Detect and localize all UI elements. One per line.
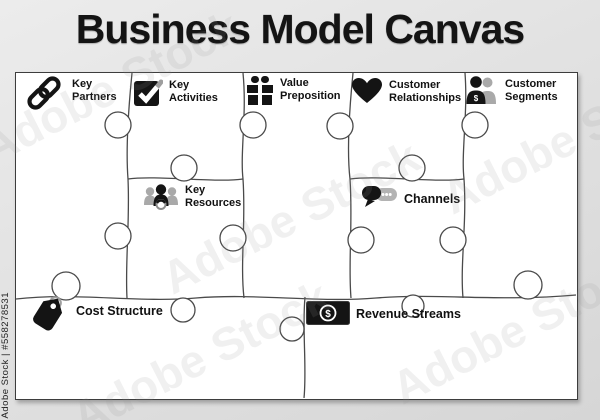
puzzle-knob [398,154,426,182]
team-gear-icon [144,184,178,210]
section-cost-structure: Cost Structure [28,293,163,335]
stock-watermark-side: Adobe Stock | #558278531 [0,291,11,418]
section-key-resources: Key Resources [143,182,241,211]
puzzle-knob [219,224,247,252]
puzzle-knob [461,111,489,139]
puzzle-knob [347,226,375,254]
puzzle-knob [439,226,467,254]
chat-bubbles-icon [362,186,397,207]
puzzle-knob [239,111,267,139]
bottom-row-edge [16,294,576,301]
section-label: Value [280,77,309,89]
page-title: Business Model Canvas [75,6,525,52]
section-customer-relationships: Customer Relationships [351,77,461,105]
chain-link-icon [27,76,61,110]
dollar-glyph: $ [325,309,331,320]
section-label: Preposition [280,89,341,102]
puzzle-knob [51,271,81,301]
section-value-preposition: Value Preposition [246,75,341,106]
section-key-partners: Key Partners [22,76,117,110]
puzzle-knob [170,154,198,182]
section-revenue-streams: $ Revenue Streams [306,301,461,325]
divider-partners-activities [125,73,133,299]
section-label: Key [169,79,190,91]
puzzle-knob [104,222,132,250]
puzzle-grid [16,73,576,398]
puzzle-knob [170,297,196,323]
section-label: Customer [505,78,557,90]
section-customer-segments: $ Customer Segments [465,76,558,104]
heart-icon [352,78,382,103]
section-channels: Channels [361,185,460,211]
section-label: Resources [185,196,242,209]
divider-value-relationships [347,73,354,299]
gift-icon [247,76,273,105]
section-label: Key [72,78,93,90]
section-label: Relationships [389,91,462,104]
section-label: Partners [72,90,117,103]
puzzle-knob [401,294,425,318]
puzzle-knob [279,316,305,342]
section-label: Key [185,184,206,196]
dollar-glyph: $ [474,94,479,103]
section-label: Activities [169,91,218,104]
section-key-activities: Key Activities [133,77,218,107]
banknote-icon: $ [306,301,350,325]
section-label: Cost Structure [76,304,163,318]
section-label: Channels [404,191,461,206]
customers-icon: $ [466,76,496,104]
section-label: Segments [505,90,558,103]
section-label: Customer [389,79,441,91]
divider-activities-value [241,73,245,299]
section-label: Revenue Streams [356,306,461,321]
checkbox-icon [134,79,163,106]
canvas-panel [15,72,578,400]
puzzle-knob [513,270,543,300]
price-tag-icon [33,296,63,331]
puzzle-knob [104,111,132,139]
puzzle-knob [326,112,354,140]
divider-cost-revenue [303,296,306,398]
divider-relationships-segments [461,73,467,299]
